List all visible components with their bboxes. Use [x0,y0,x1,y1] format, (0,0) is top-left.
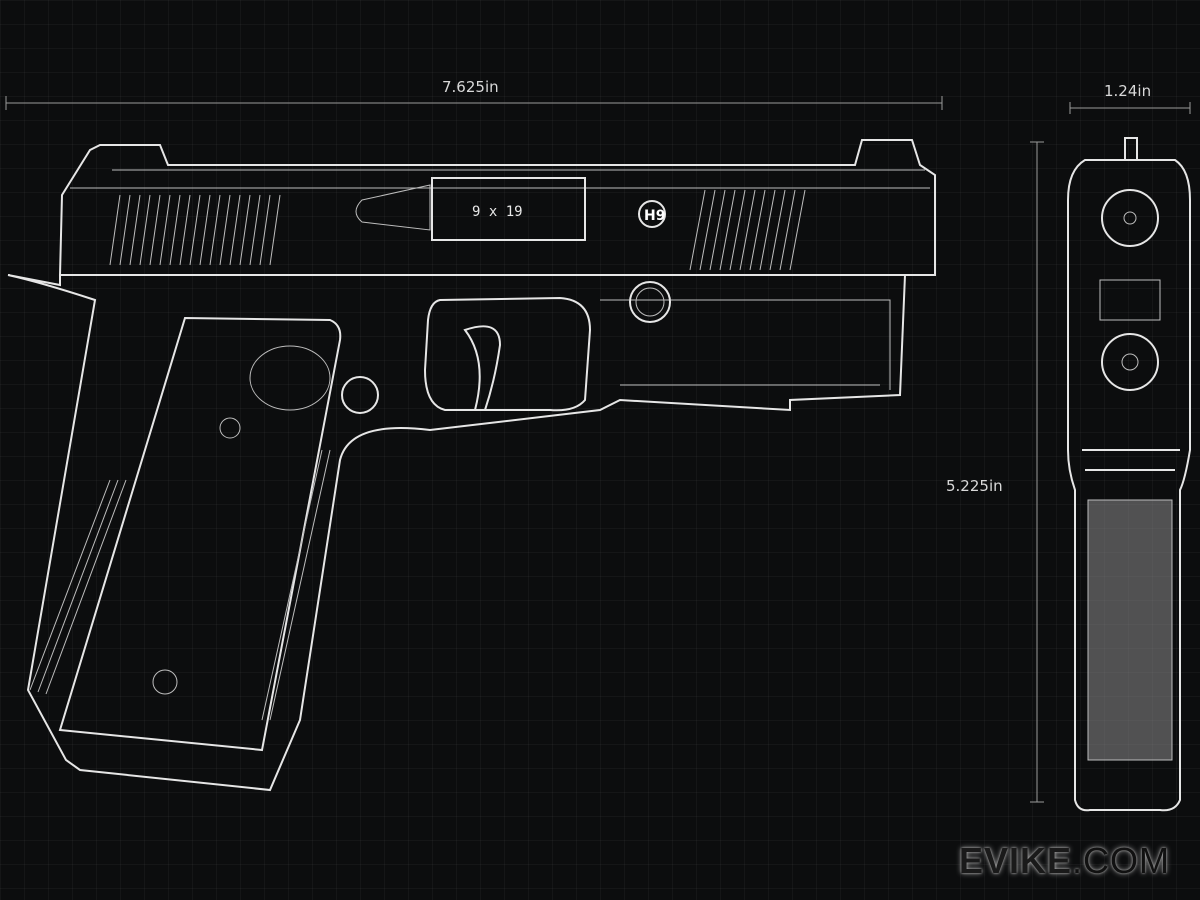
hammer-circle [1101,333,1159,391]
length-dimension-line [5,96,943,110]
slide-outline [58,139,936,276]
trigger [463,325,502,411]
grip-screw-bottom [152,669,178,695]
ejection-port [431,177,586,241]
front-sight [1124,137,1138,161]
width-label: 1.24in [1104,82,1152,100]
rear-serrations [109,194,281,266]
evike-watermark: EVIKE.COM [958,840,1170,881]
height-label: 5.225in [946,477,1003,495]
length-label: 7.625in [442,78,499,96]
front-serrations [689,189,806,271]
grip-screw-top [219,417,241,439]
frame-outline [7,274,935,792]
caliber-marking: 9 x 19 [472,204,523,220]
trigger-guard [423,296,592,412]
grip-panel [58,316,342,752]
side-view: 9 x 19 H9 [7,139,936,792]
height-dimension-line [1030,141,1044,803]
h9-logo: H9 [638,200,666,228]
width-dimension-line [1069,102,1191,114]
rear-outline [1067,159,1191,812]
grip-texture [1088,500,1172,760]
bore [1101,189,1159,247]
takedown-lever [629,281,671,323]
rear-view [1067,137,1191,812]
safety-pin [341,376,379,414]
svg-text:H9: H9 [644,208,665,224]
